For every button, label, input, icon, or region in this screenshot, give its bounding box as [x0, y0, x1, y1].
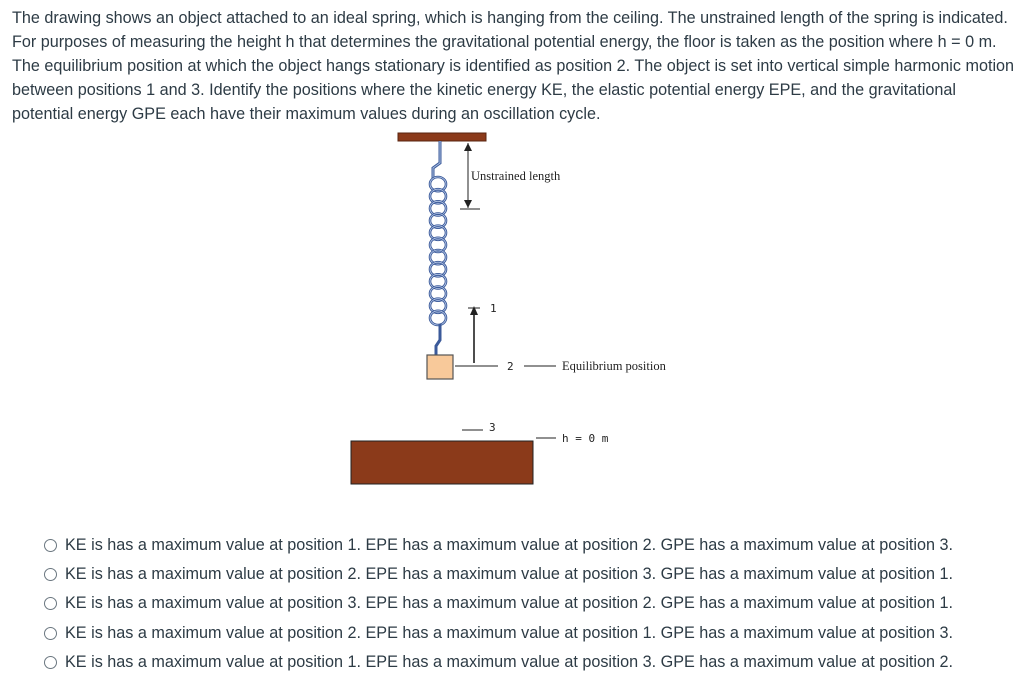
unstrained-length-label: Unstrained length	[471, 169, 561, 183]
answer-label: KE is has a maximum value at position 3.…	[65, 594, 954, 613]
spring-coil-highlight	[429, 249, 447, 265]
answer-option-3[interactable]: KE is has a maximum value at position 3.…	[44, 589, 953, 618]
answer-option-2[interactable]: KE is has a maximum value at position 2.…	[44, 560, 953, 589]
radio-button[interactable]	[44, 568, 57, 582]
spring-coil-highlight	[429, 273, 447, 289]
position-1-marker	[468, 306, 480, 363]
spring-hanger	[431, 141, 442, 178]
answer-label: KE is has a maximum value at position 1.…	[65, 536, 954, 555]
question-text: The drawing shows an object attached to …	[12, 9, 1015, 123]
position-1-label: 1	[490, 302, 497, 315]
spring-coil-highlight	[429, 188, 447, 204]
radio-button[interactable]	[44, 655, 57, 669]
radio-button[interactable]	[44, 539, 57, 553]
floor-height-label: h = 0 m	[562, 432, 609, 445]
spring-coils	[428, 175, 448, 327]
position-3-label: 3	[489, 421, 496, 434]
spring-coil-highlight	[429, 237, 447, 253]
spring-hook	[434, 324, 442, 356]
answer-option-1[interactable]: KE is has a maximum value at position 1.…	[44, 531, 953, 560]
spring-diagram: Unstrained length 1 2 Equilibrium positi…	[350, 132, 667, 485]
answer-options: KE is has a maximum value at position 1.…	[44, 531, 953, 677]
spring-coil-highlight	[429, 200, 447, 216]
answer-option-4[interactable]: KE is has a maximum value at position 2.…	[44, 619, 953, 648]
spring-coil-highlight	[429, 298, 447, 314]
spring-coil-highlight	[429, 213, 447, 229]
unstrained-length-marker	[460, 143, 480, 210]
position-2-label: 2	[507, 360, 514, 373]
answer-label: KE is has a maximum value at position 2.…	[65, 623, 954, 642]
ceiling	[397, 132, 487, 142]
spring-coil-highlight	[429, 261, 447, 277]
spring-coil-highlight	[429, 286, 447, 302]
spring-coil-highlight	[429, 225, 447, 241]
answer-option-5[interactable]: KE is has a maximum value at position 1.…	[44, 648, 953, 677]
floor	[350, 440, 534, 485]
radio-button[interactable]	[44, 626, 57, 640]
radio-button[interactable]	[44, 597, 57, 611]
answer-label: KE is has a maximum value at position 2.…	[65, 565, 954, 584]
answer-label: KE is has a maximum value at position 1.…	[65, 652, 954, 671]
equilibrium-label: Equilibrium position	[562, 359, 667, 373]
hanging-mass	[426, 354, 454, 380]
spring-coil-highlight	[429, 176, 447, 192]
spring-coil-highlight	[429, 310, 447, 326]
